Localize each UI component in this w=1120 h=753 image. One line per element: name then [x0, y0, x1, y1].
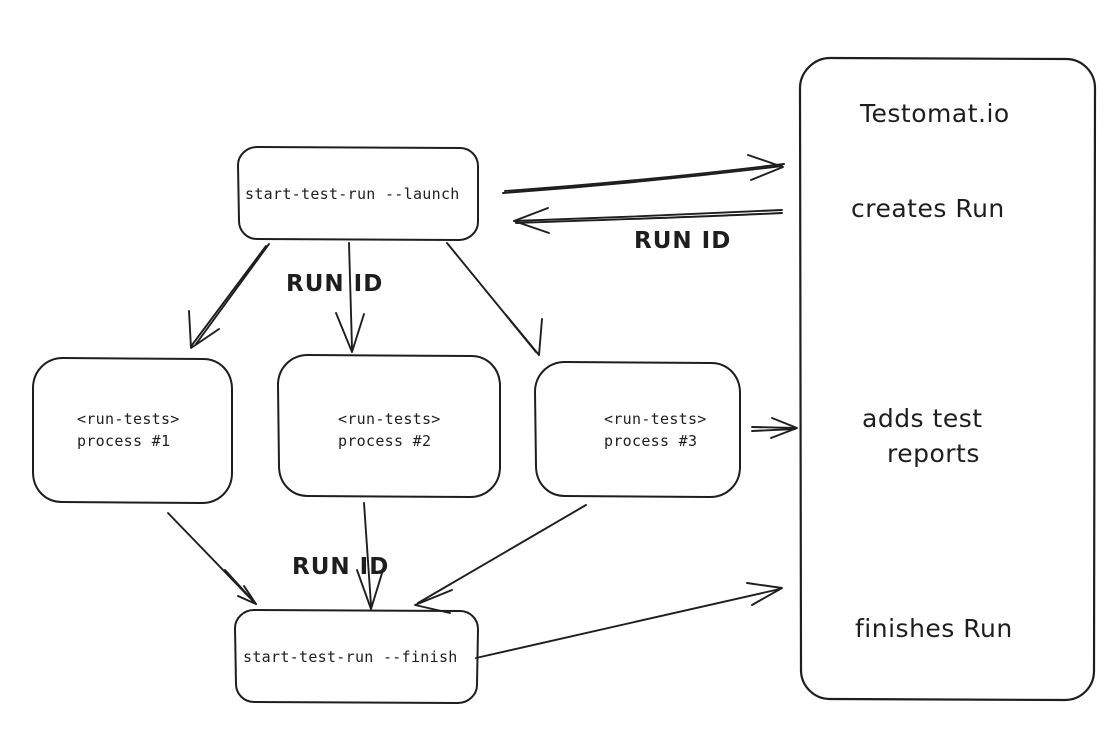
- node-process-1[interactable]: [32, 357, 233, 504]
- node-process-3-label-line2: process #3: [604, 432, 697, 450]
- panel-step-creates-run: creates Run: [851, 194, 1005, 223]
- edge-finish-to-panel: [475, 582, 783, 659]
- node-process-3-label-line1: <run-tests>: [604, 410, 707, 428]
- node-process-1-label-line2: process #1: [77, 432, 170, 450]
- edge-launch-to-process-2: RUN ID: [286, 242, 383, 353]
- node-start-test-run-launch[interactable]: [237, 146, 479, 241]
- edge-label-return-run-id: RUN ID: [634, 228, 731, 254]
- edge-launch-to-panel: [502, 154, 785, 194]
- edge-label-fanin-run-id: RUN ID: [292, 554, 389, 580]
- node-process-1-label-line1: <run-tests>: [77, 410, 180, 428]
- edge-label-fanout-run-id: RUN ID: [286, 271, 383, 297]
- node-start-test-run-finish[interactable]: [234, 609, 479, 704]
- panel-step-adds-reports-line1: adds test: [862, 404, 983, 433]
- edge-process-2-to-finish: RUN ID: [292, 502, 389, 610]
- panel-step-finishes-run: finishes Run: [855, 614, 1013, 643]
- panel-title: Testomat.io: [859, 99, 1010, 128]
- edge-process-1-to-finish: [167, 512, 257, 605]
- testomat-service-panel[interactable]: [798, 56, 1097, 702]
- edge-process-3-to-panel: [751, 417, 798, 439]
- node-process-2-label-line2: process #2: [338, 432, 431, 450]
- node-finish-label: start-test-run --finish: [243, 648, 458, 666]
- edge-launch-to-process-1: [188, 243, 270, 349]
- edge-launch-to-process-3: [446, 242, 543, 356]
- node-process-2-label-line1: <run-tests>: [338, 410, 441, 428]
- edge-panel-to-launch-run-id: RUN ID: [513, 207, 783, 254]
- node-launch-label: start-test-run --launch: [245, 185, 460, 203]
- edge-process-3-to-finish: [414, 504, 587, 614]
- node-process-2[interactable]: [277, 354, 501, 498]
- panel-step-adds-reports-line2: reports: [887, 439, 980, 468]
- node-process-3[interactable]: [534, 361, 741, 498]
